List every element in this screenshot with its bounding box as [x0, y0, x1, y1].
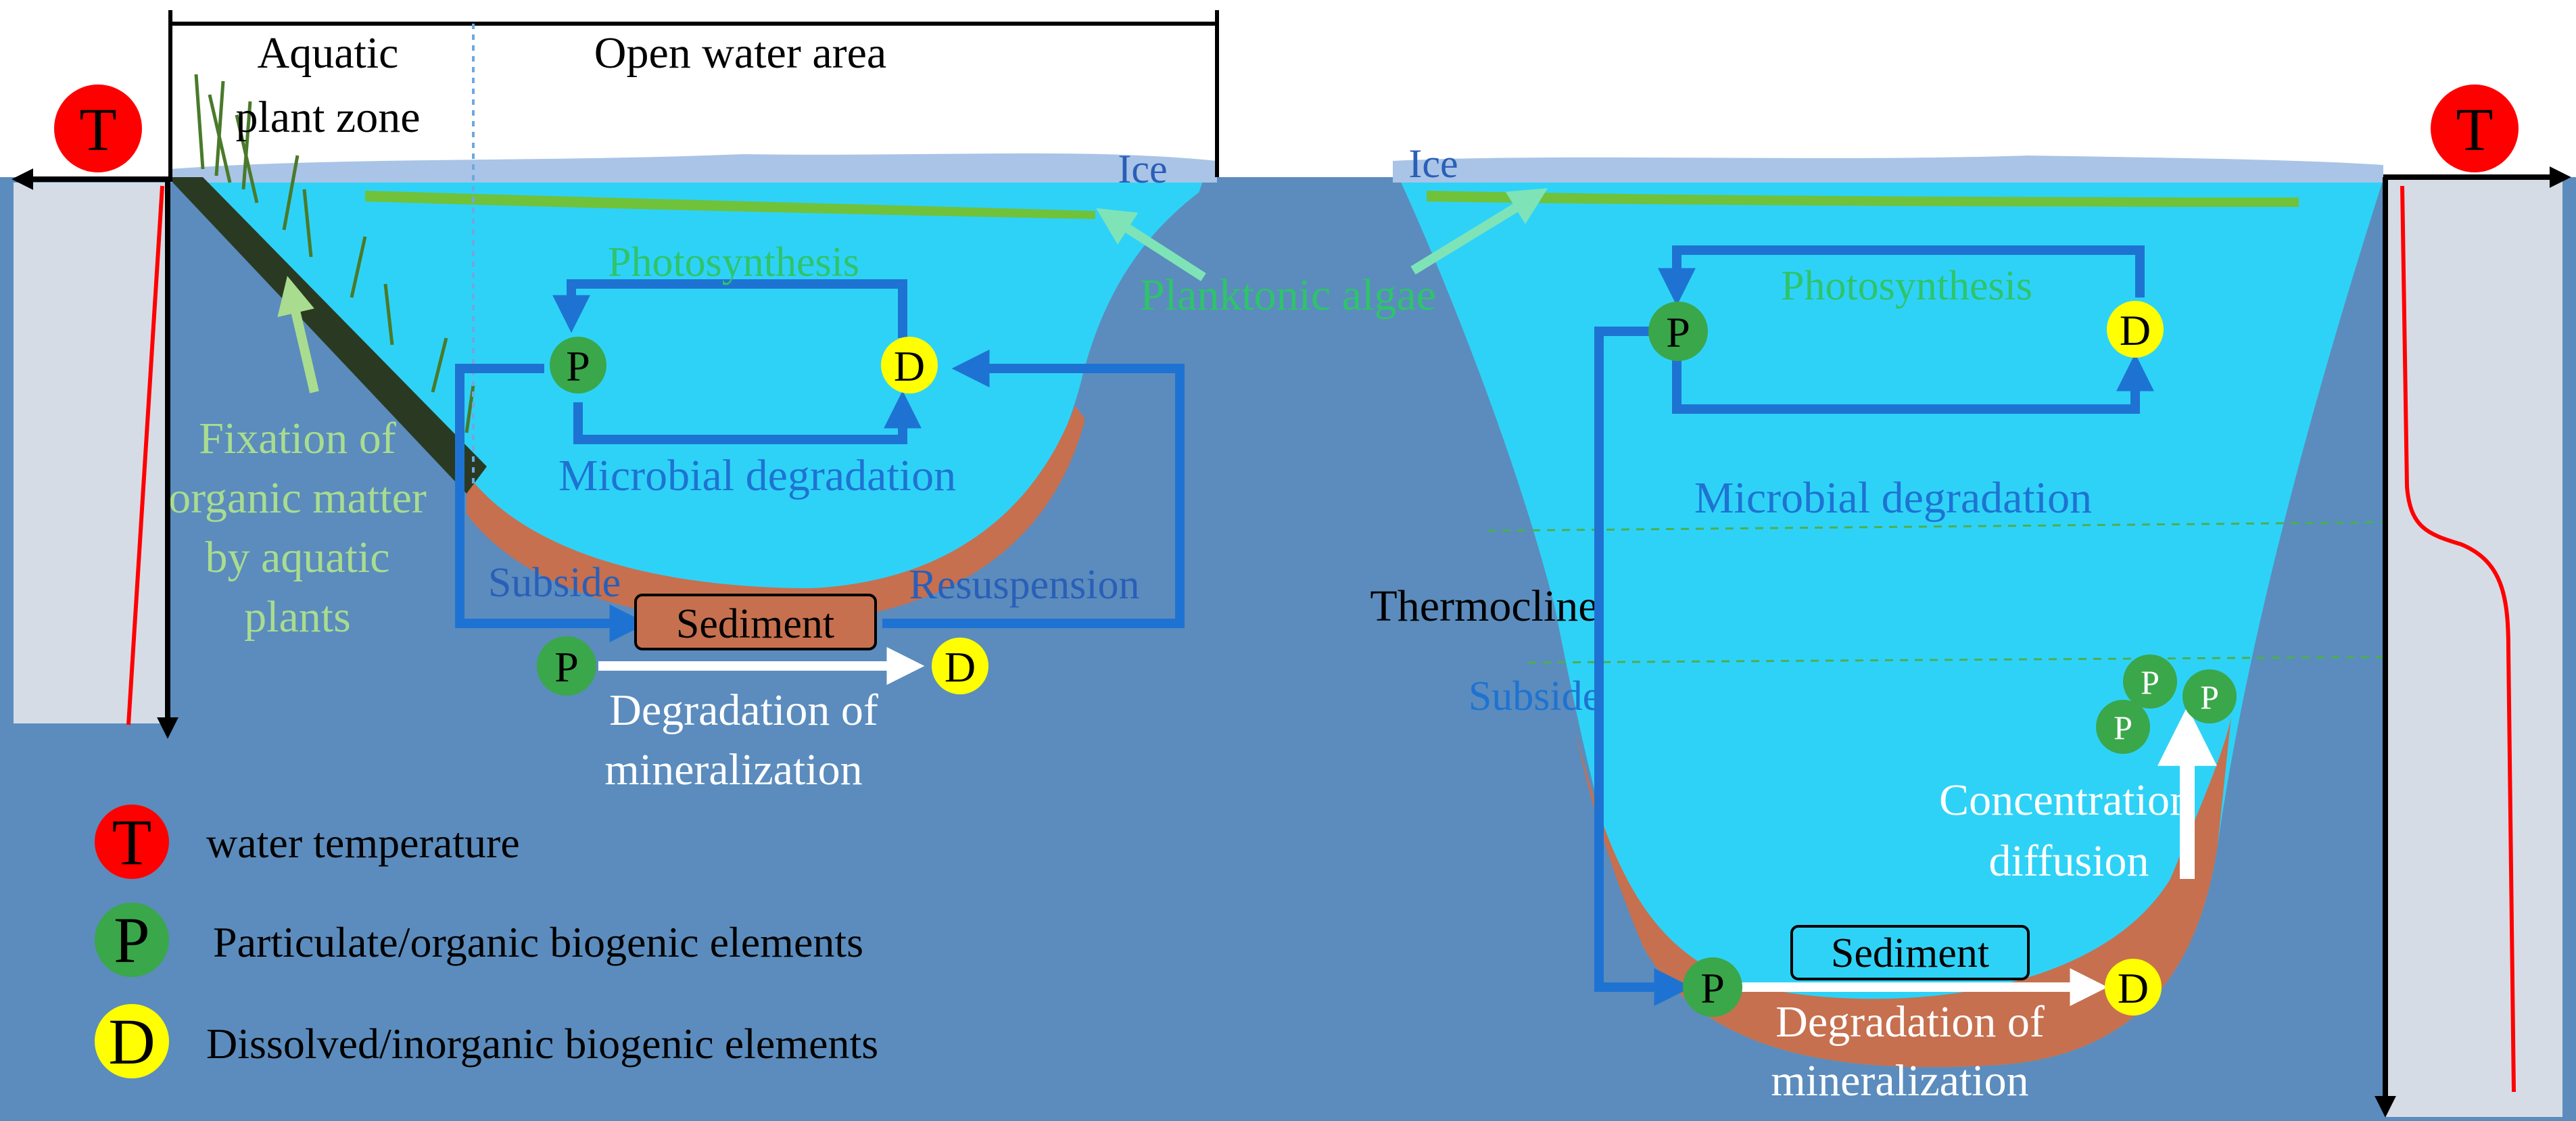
algae-arrow-left [1096, 208, 1206, 281]
left-photosynthesis-label: Photosynthesis [608, 239, 859, 285]
svg-text:P: P [2200, 678, 2219, 716]
left-sediment-box [634, 594, 877, 650]
right-particulate-bottom: P [1683, 957, 1742, 1017]
svg-text:P: P [1666, 308, 1690, 356]
left-subside-label: Subside [488, 560, 621, 606]
legend-dissolved-icon: D [95, 1004, 169, 1078]
aquatic-plant-zone-label-1: Aquatic [258, 28, 399, 78]
right-photosynthesis-label: Photosynthesis [1781, 263, 2032, 309]
legend-particulate-text: Particulate/organic biogenic elements [213, 918, 863, 966]
left-temperature-profile [126, 185, 164, 725]
aquatic-plant-zone-label-2: plant zone [235, 93, 420, 142]
diffused-particulate-2: P [2183, 669, 2237, 723]
shore-strip [168, 177, 487, 494]
left-degradation-label-2: mineralization [604, 745, 862, 794]
legend-temperature-text: water temperature [206, 819, 520, 867]
legend-temperature-icon: T [95, 805, 169, 879]
right-sediment-box [1790, 925, 2030, 980]
right-microbial-degradation-label: Microbial degradation [1694, 473, 2092, 523]
svg-text:P: P [554, 643, 579, 691]
left-ice [169, 153, 1217, 183]
svg-text:P: P [2114, 709, 2132, 746]
left-subside-resuspension-loop [455, 350, 1185, 642]
left-dissolved-bottom: D [932, 638, 988, 694]
svg-text:D: D [108, 1005, 155, 1078]
right-temperature-profile [2400, 185, 2516, 1093]
right-ice-label: Ice [1408, 141, 1458, 186]
legend-particulate-icon: P [95, 903, 169, 977]
fixation-label-1: Fixation of [199, 414, 396, 463]
left-microbial-degradation-label: Microbial degradation [558, 451, 956, 500]
svg-text:P: P [2141, 663, 2160, 701]
fixation-label-3: by aquatic [205, 533, 389, 582]
diffusion-label: diffusion [1988, 836, 2149, 886]
fixation-label-2: organic matter [168, 473, 427, 523]
legend: T water temperature P Particulate/organi… [95, 805, 878, 1078]
svg-text:D: D [945, 643, 976, 691]
open-water-area-label: Open water area [594, 28, 886, 78]
left-particulate-top: P [550, 337, 606, 393]
left-lake-water [169, 179, 1217, 596]
right-profile-panel [2385, 177, 2562, 1117]
left-particulate-bottom: P [537, 636, 596, 696]
left-ice-label: Ice [1118, 147, 1167, 191]
right-sediment [1575, 717, 2231, 1068]
right-dissolved-top: D [2107, 301, 2164, 358]
svg-text:D: D [2118, 964, 2149, 1012]
svg-text:P: P [1700, 964, 1725, 1012]
svg-text:P: P [114, 904, 149, 976]
right-ice [1393, 156, 2383, 183]
fixation-arrow [277, 276, 319, 393]
thermocline-label: Thermocline [1370, 581, 1598, 631]
resuspension-label: Resuspension [909, 562, 1140, 608]
right-photosynthesis-cycle [1658, 245, 2154, 414]
legend-dissolved-text: Dissolved/inorganic biogenic elements [206, 1020, 878, 1068]
left-degradation-label-1: Degradation of [609, 686, 878, 735]
right-subside-label: Subside [1469, 673, 1601, 719]
left-profile-panel [14, 183, 169, 723]
planktonic-algae-label: Planktonic algae [1140, 270, 1436, 320]
concentration-label: Concentration [1939, 776, 2192, 825]
svg-text:T: T [80, 97, 117, 164]
fixation-label-4: plants [244, 592, 351, 642]
right-particulate-top: P [1648, 302, 1708, 361]
right-dissolved-bottom: D [2105, 959, 2162, 1016]
diffused-particulate-1: P [2123, 654, 2177, 709]
right-subside-arrow [1594, 327, 1692, 1006]
svg-text:T: T [112, 806, 152, 878]
left-photosynthesis-cycle [552, 279, 922, 444]
left-dissolved-top: D [881, 337, 938, 393]
sky [0, 0, 2576, 177]
left-sediment [467, 406, 1085, 623]
right-algae-layer [1427, 191, 2299, 207]
right-degradation-label-2: mineralization [1771, 1056, 2028, 1105]
svg-text:T: T [2456, 97, 2494, 164]
left-algae-layer [365, 191, 1095, 219]
svg-text:P: P [566, 342, 590, 390]
svg-text:D: D [894, 342, 925, 390]
left-sediment-label: Sediment [676, 601, 834, 647]
right-degradation-label-1: Degradation of [1775, 997, 2045, 1047]
svg-text:D: D [2120, 306, 2151, 354]
left-temperature-icon: T [54, 85, 142, 172]
algae-arrow-right [1410, 188, 1548, 275]
right-temperature-icon: T [2431, 85, 2519, 172]
diffused-particulate-3: P [2096, 700, 2150, 754]
right-sediment-label: Sediment [1831, 930, 1989, 976]
